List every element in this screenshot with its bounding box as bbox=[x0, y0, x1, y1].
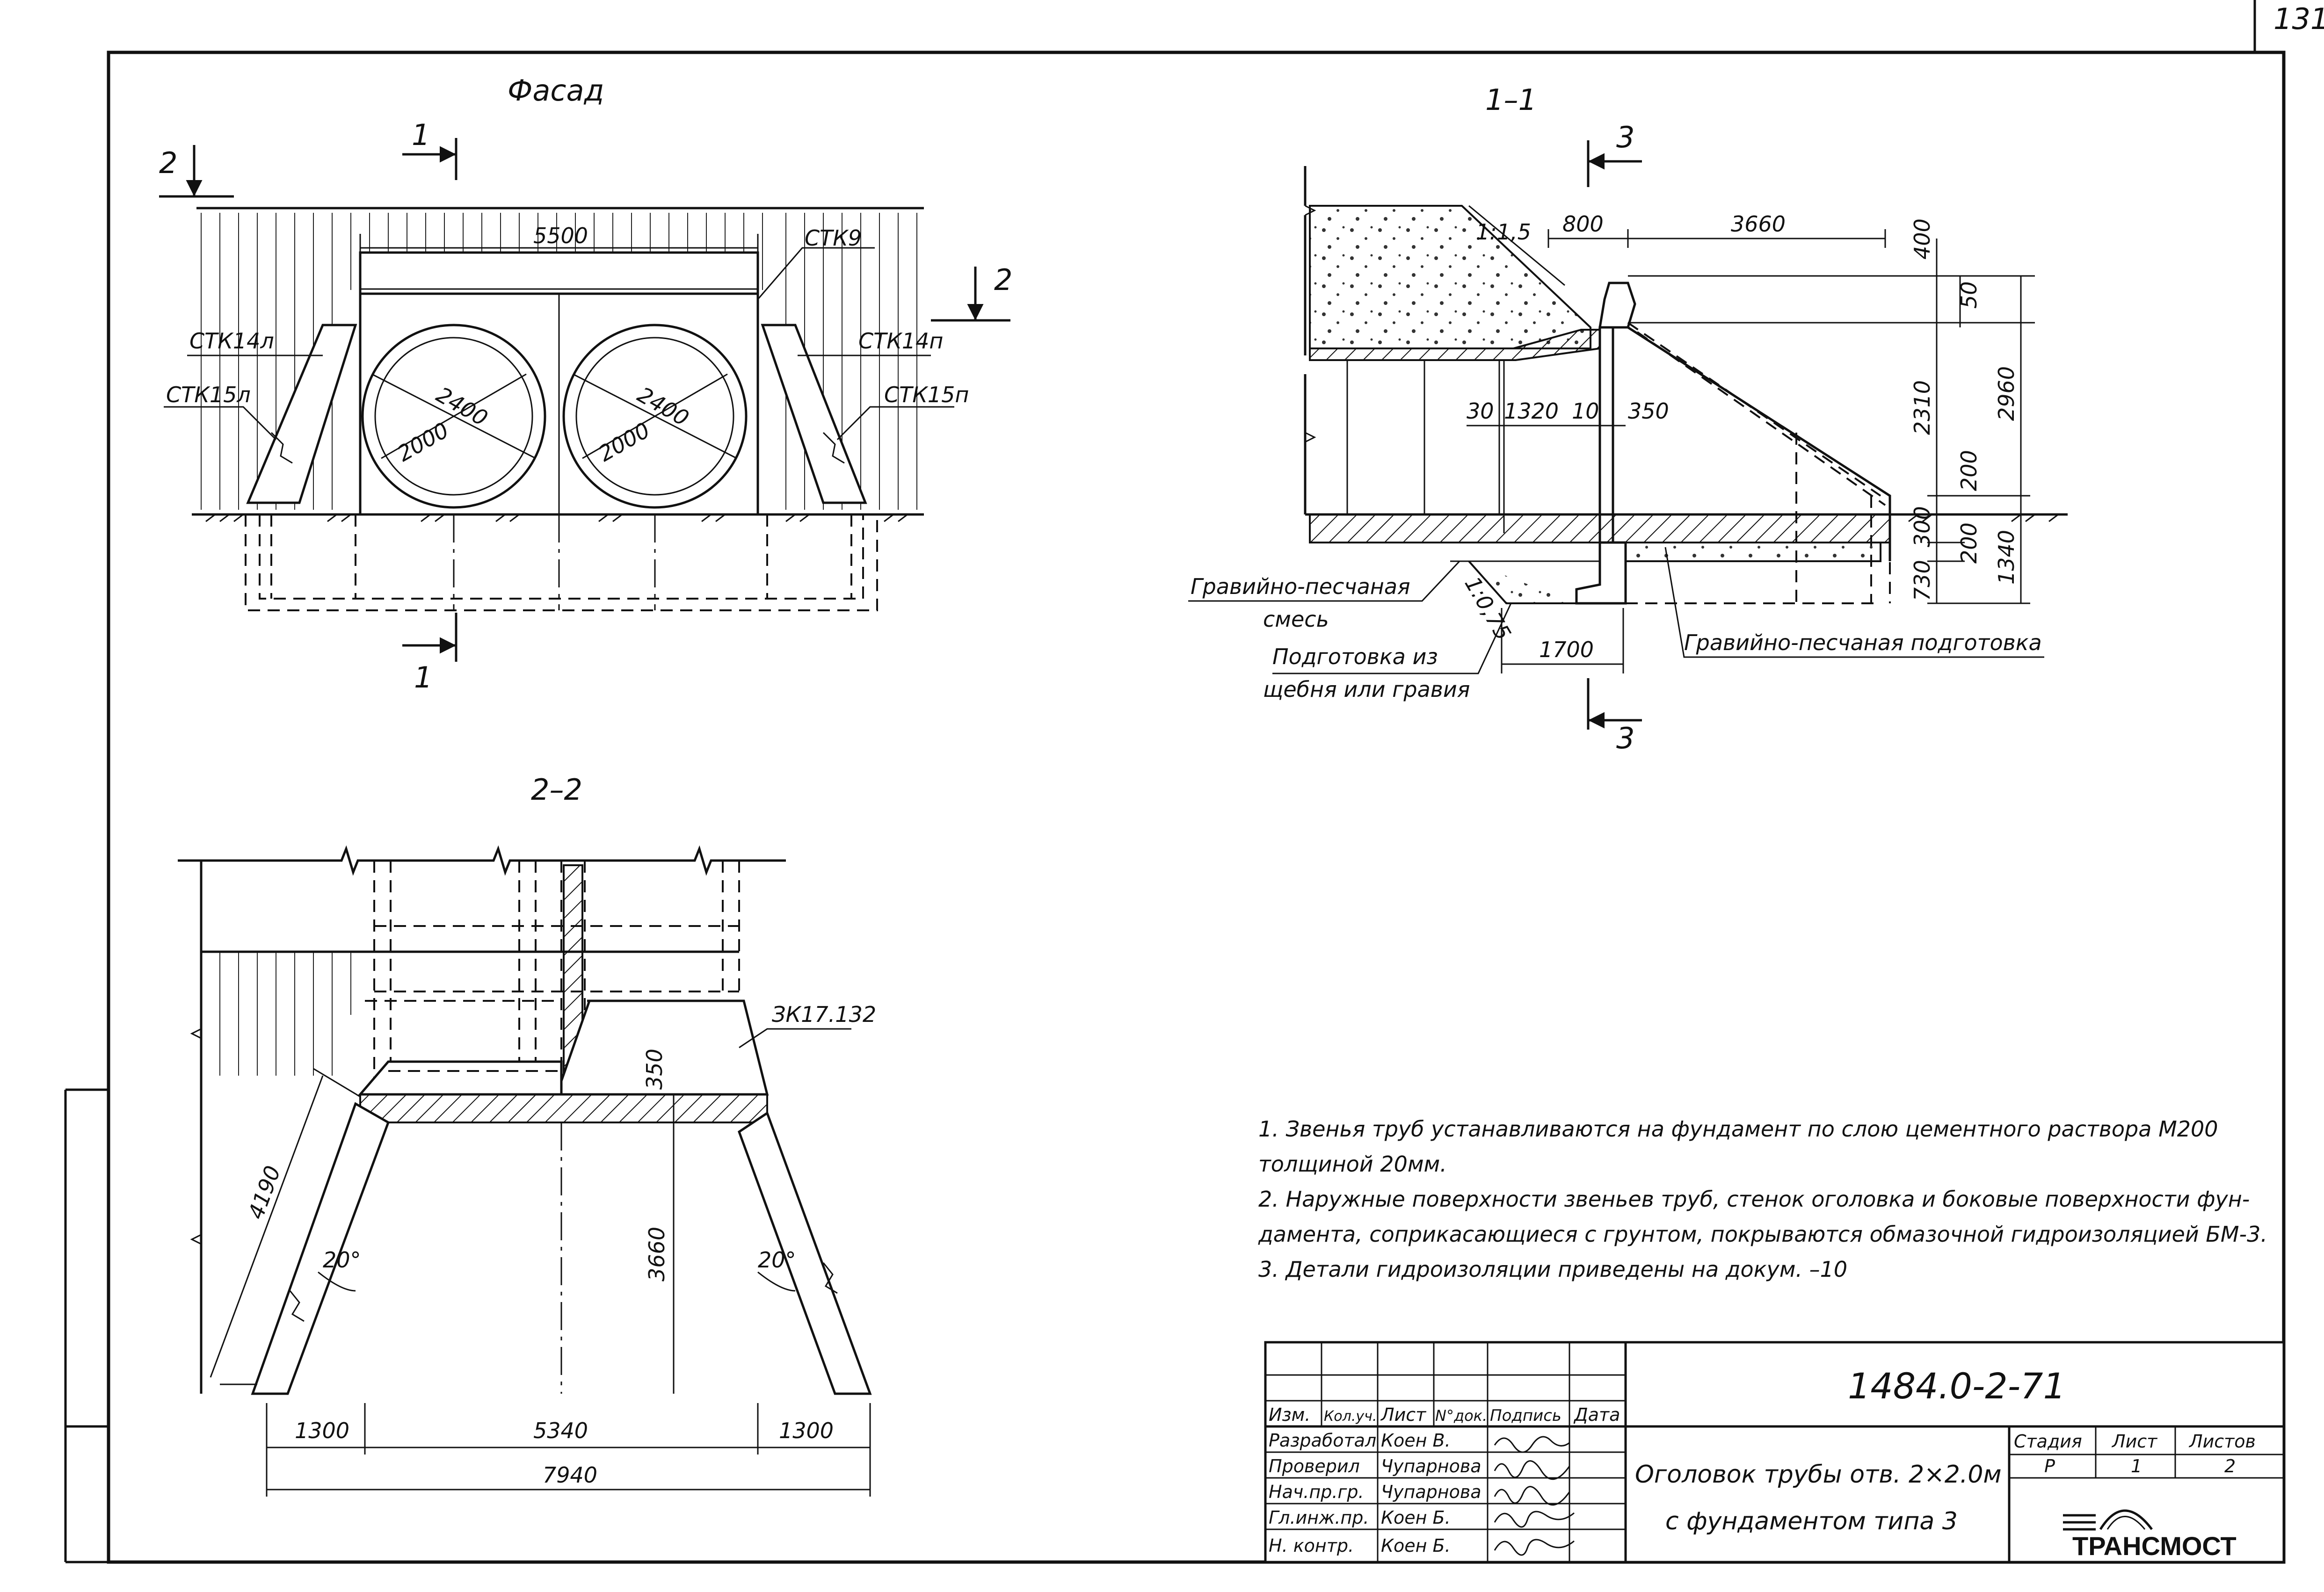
tb-role-4: Гл.инж.пр. bbox=[1269, 1507, 1369, 1528]
section-mark-2-left: 2 bbox=[159, 146, 177, 180]
tb-sheets-value: 2 bbox=[2224, 1456, 2236, 1476]
doc-code: 1484.0-2-71 bbox=[1848, 1365, 2066, 1407]
tb-header-kol: Кол.уч. bbox=[1324, 1408, 1377, 1425]
sheet-frame bbox=[64, 0, 2286, 1564]
tb-name-1: Коен В. bbox=[1381, 1430, 1451, 1451]
label-zk17-132: ЗК17.132 bbox=[772, 1002, 876, 1027]
dim-50: 50 bbox=[1956, 281, 1982, 309]
section-2-2-title: 2–2 bbox=[531, 773, 582, 807]
tb-stage-header: Стадия bbox=[2014, 1431, 2082, 1452]
label-ctk9: СТК9 bbox=[805, 225, 862, 251]
tb-role-5: Н. контр. bbox=[1269, 1535, 1354, 1556]
dim-300: 300 bbox=[1910, 506, 1935, 547]
page-number: 131 bbox=[2273, 2, 2324, 36]
label-gravel-mix-2: смесь bbox=[1263, 607, 1329, 632]
dim-2960: 2960 bbox=[1994, 366, 2019, 421]
doc-title-line-2: с фундаментом типа 3 bbox=[1665, 1507, 1958, 1535]
tb-name-2: Чупарнова bbox=[1381, 1456, 1482, 1476]
label-ctk15l: СТК15л bbox=[166, 382, 251, 407]
notes-block: 1. Звенья труб устанавливаются на фундам… bbox=[1258, 1116, 2267, 1282]
dim-5500: 5500 bbox=[533, 223, 588, 248]
section-2-2: 2–2 4190 350 366 bbox=[178, 773, 876, 1497]
label-gravel-prep: Гравийно-песчаная подготовка bbox=[1684, 630, 2042, 655]
dim-7940: 7940 bbox=[543, 1462, 597, 1488]
dim-1700: 1700 bbox=[1539, 637, 1594, 662]
section-mark-2-right: 2 bbox=[994, 263, 1012, 297]
tb-role-1: Разработал bbox=[1269, 1430, 1376, 1451]
section-mark-3-top: 3 bbox=[1616, 120, 1634, 154]
tb-header-list: Лист bbox=[1380, 1404, 1427, 1425]
section-mark-1-bottom: 1 bbox=[414, 660, 432, 695]
title-block: Изм. Кол.уч. Лист N°док. Подпись Дата Ра… bbox=[1264, 1341, 2285, 1563]
dim-2310: 2310 bbox=[1910, 380, 1935, 435]
dim-1300-left: 1300 bbox=[295, 1418, 349, 1443]
tb-name-5: Коен Б. bbox=[1381, 1535, 1451, 1556]
label-prep-1: Подготовка из bbox=[1272, 644, 1438, 669]
signatures bbox=[1494, 1436, 1575, 1556]
dim-1320: 1320 bbox=[1504, 398, 1559, 424]
dim-400: 400 bbox=[1910, 218, 1935, 260]
dim-350: 350 bbox=[1628, 398, 1669, 424]
label-ctk14p: СТК14п bbox=[858, 328, 943, 354]
tb-role-2: Проверил bbox=[1269, 1456, 1360, 1476]
dim-200-lower: 200 bbox=[1956, 522, 1982, 564]
logo-text: ТРАНСМОСТ bbox=[2072, 1531, 2237, 1561]
section-1-1-title: 1–1 bbox=[1485, 83, 1537, 117]
angle-right: 20° bbox=[758, 1247, 796, 1273]
tb-header-data: Дата bbox=[1573, 1404, 1620, 1425]
label-ctk14l: СТК14л bbox=[189, 328, 274, 354]
section-1-1: 1–1 1:1,5 bbox=[1188, 83, 2068, 755]
tb-sheets-header: Листов bbox=[2188, 1431, 2256, 1452]
facade-title: Фасад bbox=[508, 73, 604, 108]
dim-730: 730 bbox=[1910, 560, 1935, 601]
section-mark-1-top: 1 bbox=[412, 118, 430, 152]
pipe-left bbox=[361, 324, 546, 509]
dim-5340: 5340 bbox=[533, 1418, 588, 1443]
tb-name-4: Коен Б. bbox=[1381, 1507, 1451, 1528]
tb-sheet-header: Лист bbox=[2111, 1431, 2158, 1452]
note-line-3: 2. Наружные поверхности звеньев труб, ст… bbox=[1258, 1187, 2250, 1212]
label-ctk15p: СТК15п bbox=[884, 382, 969, 407]
tb-stage-value: Р bbox=[2044, 1456, 2055, 1476]
label-prep-2: щебня или гравия bbox=[1263, 677, 1470, 702]
label-gravel-mix-1: Гравийно-песчаная bbox=[1191, 574, 1410, 599]
dim-30: 30 bbox=[1467, 398, 1494, 424]
note-line-5: 3. Детали гидроизоляции приведены на док… bbox=[1258, 1257, 1847, 1282]
dim-10: 10 bbox=[1572, 398, 1599, 424]
note-line-4: дамента, соприкасающиеся с грунтом, покр… bbox=[1258, 1222, 2267, 1247]
dim-200-upper: 200 bbox=[1956, 450, 1982, 491]
dim-1300-right: 1300 bbox=[779, 1418, 834, 1443]
dim-350-collar: 350 bbox=[642, 1049, 667, 1090]
tb-header-izm: Изм. bbox=[1269, 1404, 1310, 1425]
tb-name-3: Чупарнова bbox=[1381, 1482, 1482, 1502]
angle-left: 20° bbox=[323, 1247, 361, 1273]
tb-sheet-value: 1 bbox=[2131, 1456, 2142, 1476]
tb-role-3: Нач.пр.гр. bbox=[1269, 1482, 1364, 1502]
dim-3660-wall: 3660 bbox=[644, 1227, 669, 1281]
dim-3660-top: 3660 bbox=[1731, 211, 1786, 237]
note-line-2: толщиной 20мм. bbox=[1258, 1151, 1447, 1177]
dim-800: 800 bbox=[1562, 211, 1604, 237]
pipe-right bbox=[562, 324, 748, 509]
dim-1340: 1340 bbox=[1994, 530, 2019, 585]
tb-header-podpis: Подпись bbox=[1490, 1406, 1561, 1425]
section-mark-3-bottom: 3 bbox=[1616, 721, 1634, 755]
label-slope-top: 1:1,5 bbox=[1476, 219, 1531, 245]
transmost-logo: ТРАНСМОСТ bbox=[2063, 1509, 2237, 1561]
facade-view: Фасад 2400 2000 2400 2000 bbox=[159, 73, 1012, 695]
note-line-1: 1. Звенья труб устанавливаются на фундам… bbox=[1258, 1116, 2218, 1142]
doc-title-line-1: Оголовок трубы отв. 2×2.0м bbox=[1635, 1461, 2002, 1489]
tb-header-ndok: N°док. bbox=[1435, 1407, 1487, 1425]
